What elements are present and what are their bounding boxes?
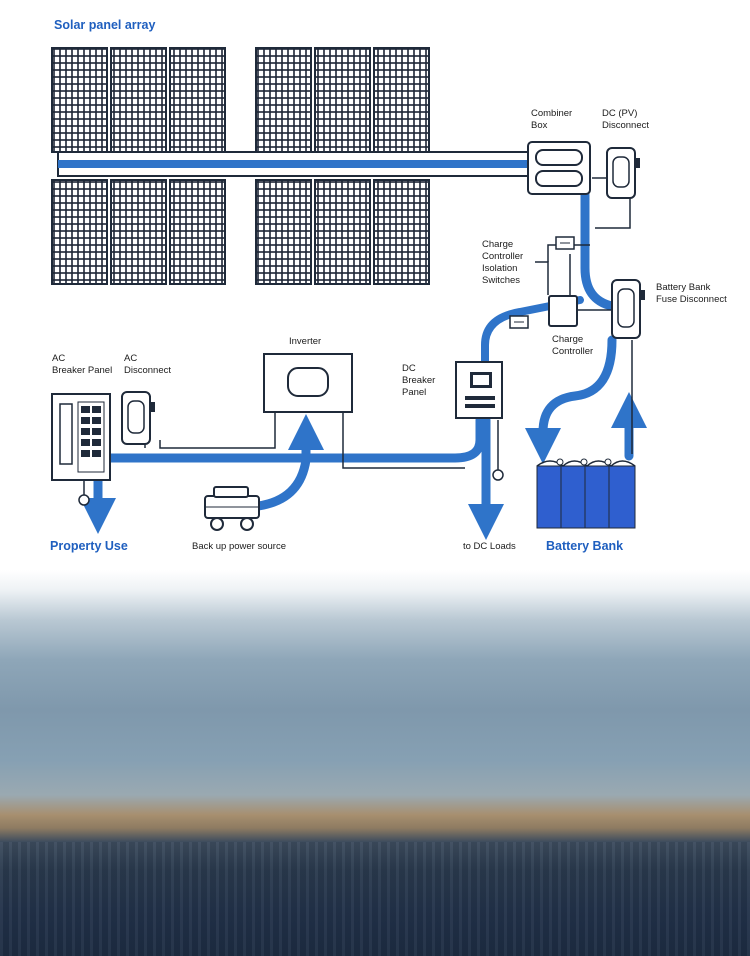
diagram-canvas: [51, 47, 647, 540]
battery-bank-label: Battery Bank: [546, 539, 624, 553]
isolation-switch-1: [555, 236, 575, 250]
inverter: [263, 353, 353, 413]
mounting-rail: [57, 151, 529, 177]
power-flow-lines: [80, 190, 647, 540]
dc-pv-disconnect-label: DC (PV) Disconnect: [602, 108, 649, 131]
ac-breaker-panel: [51, 393, 111, 506]
isolation-switch-2: [509, 315, 529, 329]
ac-disconnect: [121, 391, 155, 445]
solar-panels-top-row: [51, 47, 430, 153]
solar-farm-panel-rows: [0, 842, 750, 956]
charge-controller: [548, 295, 578, 327]
combiner-box: [527, 141, 591, 195]
solar-system-diagram: Solar panel array Combiner Box DC (PV) D…: [50, 18, 727, 553]
inverter-label: Inverter: [289, 336, 322, 347]
battery-bank-fuse-disconnect-label: Battery Bank Fuse Disconnect: [656, 282, 727, 305]
to-dc-loads-label: to DC Loads: [463, 541, 516, 552]
solar-panel-array-label: Solar panel array: [54, 18, 156, 32]
dc-pv-disconnect: [606, 147, 640, 199]
dc-breaker-panel-label: DC Breaker Panel: [402, 363, 436, 398]
dc-breaker-panel: [455, 361, 503, 419]
battery-bank-fuse-disconnect: [611, 279, 645, 339]
charge-controller-isolation-switches-label: Charge Controller Isolation Switches: [482, 239, 524, 286]
ac-disconnect-label: AC Disconnect: [124, 353, 171, 376]
charge-controller-label: Charge Controller: [552, 334, 594, 357]
ac-breaker-panel-label: AC Breaker Panel: [52, 353, 113, 376]
solar-panels-bottom-row: [51, 179, 430, 285]
property-use-label: Property Use: [50, 539, 128, 553]
backup-generator: [204, 486, 260, 531]
backup-power-source-label: Back up power source: [192, 541, 286, 552]
dc-load-connector: [492, 469, 504, 481]
combiner-box-label: Combiner Box: [531, 108, 573, 131]
solar-farm-background-photo: [0, 570, 750, 956]
battery-bank: [536, 458, 636, 529]
